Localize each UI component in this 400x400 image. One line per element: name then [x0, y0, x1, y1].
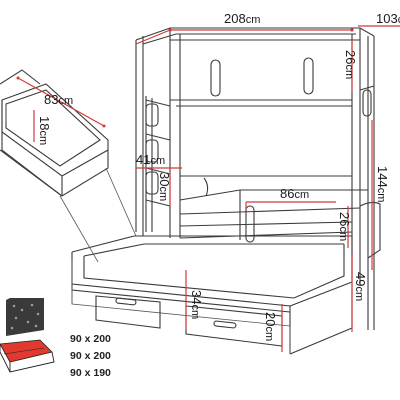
mattress-sample: [0, 298, 55, 373]
mattress-size-3: 90 x 190: [70, 367, 111, 379]
label-lower-height: 49cm: [353, 272, 368, 301]
label-guard-width: 86cm: [280, 186, 309, 201]
dimension-labels: 208cm 103cm 26cm 41cm 30cm 86cm 26cm 144…: [37, 11, 400, 341]
mattress-top-swatch: [6, 298, 44, 336]
label-trundle-height: 34cm: [189, 290, 204, 319]
label-ladder: 41cm: [136, 152, 165, 167]
mattress-size-1: 90 x 200: [70, 333, 111, 345]
label-drawer-height: 18cm: [37, 116, 52, 145]
label-depth: 103cm: [376, 11, 400, 26]
bunk-bed-frame: [135, 27, 381, 330]
dimension-lines: [16, 25, 400, 352]
trundle-bed: [71, 235, 353, 355]
label-total-height: 144cm: [375, 166, 390, 202]
label-ladder-step: 30cm: [157, 172, 172, 201]
label-width: 208cm: [224, 11, 260, 26]
label-guard-height: 26cm: [337, 212, 352, 241]
dim-line-drawer-width: [17, 77, 105, 127]
label-trundle-drawer: 20cm: [263, 312, 278, 341]
mattress-size-2: 90 x 200: [70, 350, 111, 362]
drawer-detail: [0, 69, 137, 263]
label-drawer-width: 83cm: [44, 92, 73, 107]
mattress-size-list: 90 x 200 90 x 200 90 x 190: [70, 333, 111, 379]
label-post-top: 26cm: [343, 50, 358, 79]
